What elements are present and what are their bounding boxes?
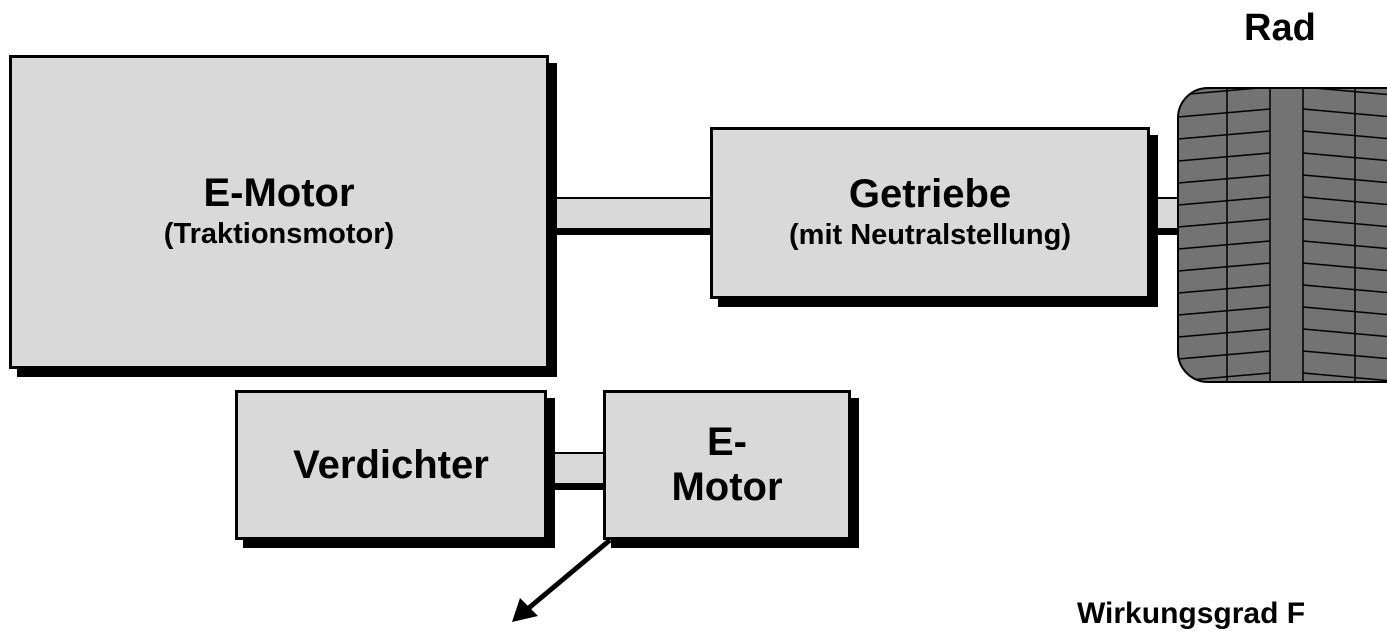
compressor-motor-line2: Motor <box>671 465 783 509</box>
gearbox-subtitle: (mit Neutralstellung) <box>789 219 1071 252</box>
traction-motor-box: E-Motor (Traktionsmotor) <box>9 55 549 369</box>
compressor-motor-line1: E- <box>707 420 747 465</box>
shaft-compressor-to-motor <box>546 452 610 490</box>
power-flow-arrow-icon <box>512 538 612 622</box>
compressor-label: Verdichter <box>293 442 489 487</box>
gearbox-title: Getriebe <box>848 172 1012 217</box>
wheel-tire-icon <box>1177 87 1387 383</box>
shaft-motor-to-gearbox <box>548 197 718 235</box>
wheel-label: Rad <box>1244 7 1316 49</box>
tread-left <box>1178 88 1271 382</box>
traction-motor-subtitle: (Traktionsmotor) <box>163 218 395 251</box>
traction-motor-title: E-Motor <box>203 171 355 216</box>
gearbox-box: Getriebe (mit Neutralstellung) <box>710 127 1150 299</box>
efficiency-label: Wirkungsgrad F <box>1077 597 1306 630</box>
compressor-motor-box: E- Motor <box>603 390 851 540</box>
compressor-box: Verdichter <box>235 390 547 540</box>
tread-right <box>1302 88 1387 382</box>
